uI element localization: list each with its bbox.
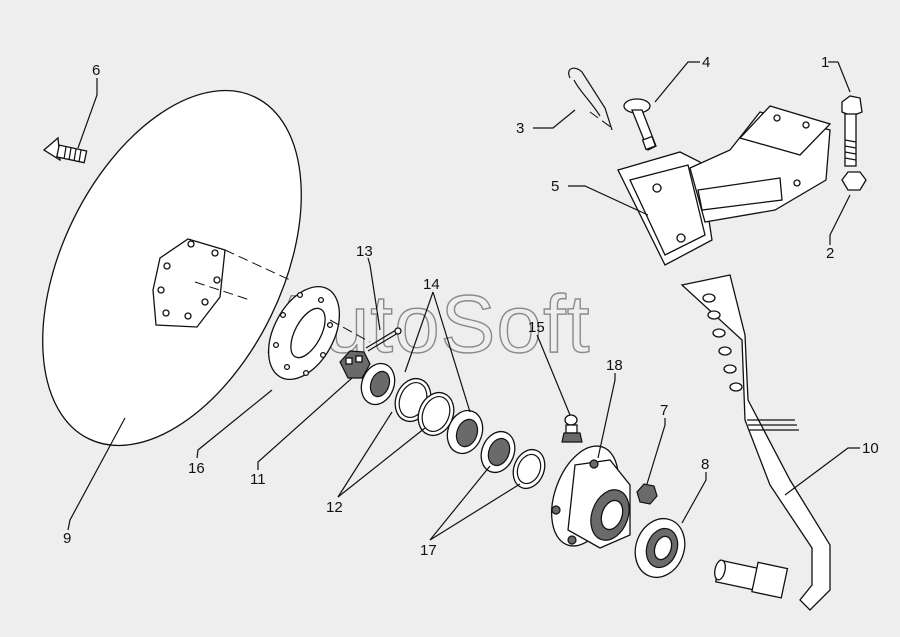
part-17-ring-1-inner	[487, 437, 511, 467]
callout-16: 16	[188, 460, 205, 477]
callout-9: 9	[63, 530, 71, 547]
leader-lines	[67, 61, 860, 541]
part-6-bolt	[42, 136, 88, 164]
part-17-ring-2-inner	[516, 453, 542, 485]
callout-14: 14	[423, 276, 440, 293]
callout-12: 12	[326, 499, 343, 516]
part-17-ring-2	[512, 448, 546, 490]
part-14-bearing-right	[446, 409, 484, 455]
part-1-bolt	[841, 95, 863, 167]
callout-6: 6	[92, 62, 100, 79]
part-10-arm	[680, 274, 831, 611]
part-11-castle-nut	[339, 350, 371, 379]
callout-15: 15	[528, 319, 545, 336]
callout-3: 3	[516, 120, 524, 137]
part-2-nut	[841, 171, 867, 191]
part-8-seal	[634, 517, 686, 579]
callout-2: 2	[826, 245, 834, 262]
part-14-bearing-left	[360, 362, 396, 406]
alignment-line-1	[194, 281, 251, 301]
callout-10: 10	[862, 440, 879, 457]
callout-8: 8	[701, 456, 709, 473]
part-16-gasket	[267, 286, 341, 380]
callout-13: 13	[356, 243, 373, 260]
callout-17: 17	[420, 542, 437, 559]
callout-1: 1	[821, 54, 829, 71]
part-9-disc	[42, 89, 302, 447]
part-15-grease-nipple	[561, 414, 583, 443]
part-3-r-clip	[568, 67, 613, 131]
alignment-line-3	[329, 319, 371, 343]
alignment-line-2	[224, 249, 291, 281]
callout-5: 5	[551, 178, 559, 195]
callout-18: 18	[606, 357, 623, 374]
part-12-ring-2-inner	[421, 396, 451, 432]
part-4-pin	[623, 98, 657, 151]
part-13-cotter-pin	[365, 327, 402, 352]
callout-11: 11	[250, 471, 266, 488]
callout-4: 4	[702, 54, 710, 71]
part-7-nut	[636, 483, 658, 505]
part-18-hub	[551, 445, 631, 549]
part-5-bracket	[617, 105, 832, 266]
callout-7: 7	[660, 402, 668, 419]
